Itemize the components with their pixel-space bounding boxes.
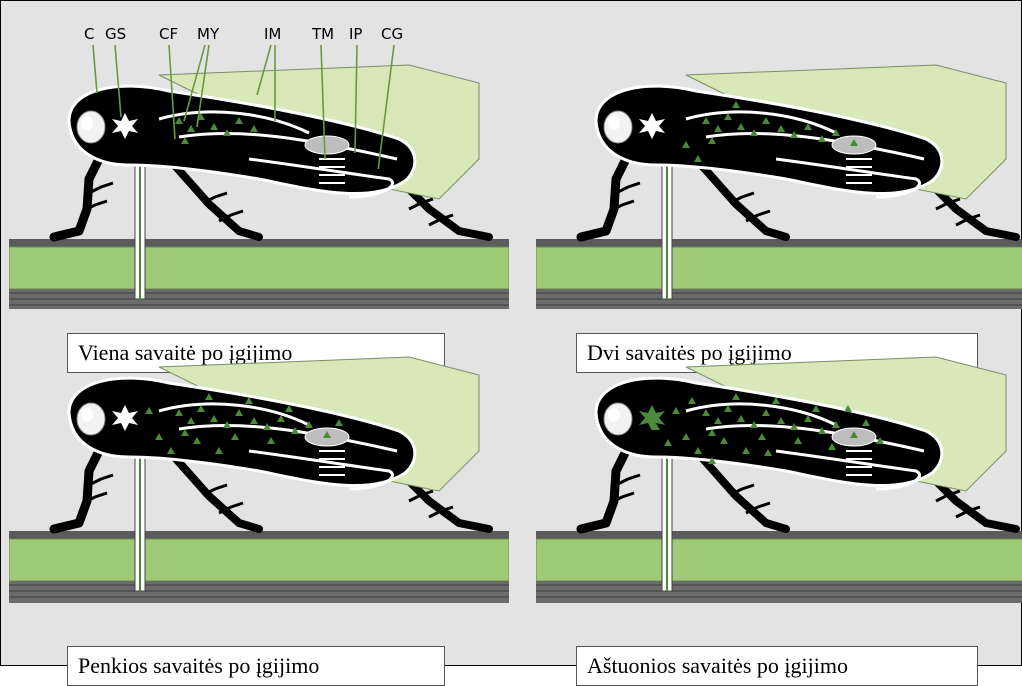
ground-top xyxy=(536,239,1022,247)
eye-highlight xyxy=(608,408,620,422)
label-ip: IP xyxy=(349,25,362,43)
ground-base xyxy=(9,581,509,603)
label-c: C xyxy=(84,25,94,43)
plant-stem xyxy=(536,247,1022,289)
anatomy-labels: C GS CF MY IM TM IP CG xyxy=(9,9,509,169)
panel-caption: Aštuonios savaitės po įgijimo xyxy=(576,646,978,686)
eye-highlight xyxy=(81,408,93,422)
label-my: MY xyxy=(197,25,220,43)
plant-stem xyxy=(9,539,509,581)
label-cf: CF xyxy=(159,25,178,43)
insect-illustration xyxy=(9,339,509,639)
panel-week-8: Aštuonios savaitės po įgijimo xyxy=(536,339,1022,669)
label-leader-lines xyxy=(93,45,394,169)
label-tm: TM xyxy=(311,25,334,43)
label-gs: GS xyxy=(105,25,126,43)
panel-week-5: Penkios savaitės po įgijimo xyxy=(9,339,509,669)
leafhopper-infection-diagram: Viena savaitė po įgijimo Dvi savaitės po… xyxy=(0,0,1022,666)
insect-illustration xyxy=(536,339,1022,639)
front-leg xyxy=(54,441,104,529)
label-cg: CG xyxy=(381,25,403,43)
eye-highlight xyxy=(608,116,620,130)
ground-top xyxy=(536,531,1022,539)
front-leg xyxy=(581,149,631,237)
panel-caption: Penkios savaitės po įgijimo xyxy=(67,646,445,686)
ground-base xyxy=(536,581,1022,603)
plant-stem xyxy=(9,247,509,289)
insect-illustration xyxy=(536,9,1022,309)
label-im: IM xyxy=(264,25,281,43)
front-leg xyxy=(581,441,631,529)
panel-week-2: Dvi savaitės po įgijimo xyxy=(536,9,1022,339)
plant-stem xyxy=(536,539,1022,581)
